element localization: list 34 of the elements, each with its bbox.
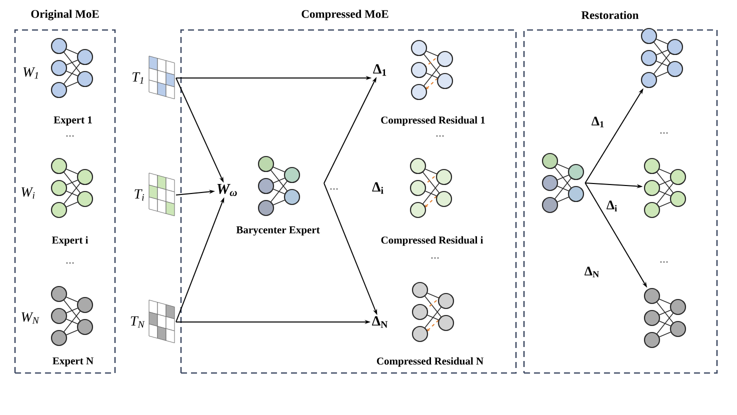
neural-network-drawing [644, 288, 686, 348]
weight-label: W$_{i}$ [22, 187, 35, 199]
math-label: Δ$_{i}$ [372, 182, 384, 194]
ellipsis: … [431, 257, 439, 259]
neural-network-drawing [644, 158, 686, 218]
edge-label: Δ$_{N}$ [583, 266, 601, 278]
matrix-label: T$_{N}$ [130, 316, 145, 328]
network-caption: Compressed Residual i [381, 236, 484, 246]
ellipsis: … [330, 188, 338, 190]
math-label: W$_{ω}$ [217, 184, 237, 196]
panel-title: Restoration [581, 10, 639, 20]
edge-label: Δ$_{1}$ [590, 116, 606, 128]
neural-network-drawing [542, 152, 584, 214]
ellipsis: … [436, 135, 444, 137]
panel-title: Original MoE [31, 10, 99, 20]
math-label: Δ$_{1}$ [373, 64, 386, 76]
ellipsis: … [66, 262, 74, 264]
network-caption: Compressed Residual 1 [381, 116, 485, 126]
math-label: Δ$_{N}$ [372, 316, 388, 328]
ellipsis: … [660, 132, 668, 134]
weight-label: W$_{N}$ [22, 312, 40, 324]
neural-network-drawing [640, 28, 684, 88]
weight-label: W$_{1}$ [23, 67, 38, 79]
network-caption: Barycenter Expert [236, 226, 320, 236]
panel-title: Compressed MoE [302, 10, 388, 20]
network-caption: Expert N [52, 357, 94, 367]
edge-label: Δ$_{i}$ [605, 200, 619, 212]
matrix-label: T$_{i}$ [134, 189, 144, 201]
ellipsis: … [66, 135, 74, 137]
matrix-label: T$_{1}$ [132, 72, 144, 84]
ellipsis: … [660, 261, 668, 263]
network-caption: Expert i [52, 236, 88, 246]
network-caption: Compressed Residual N [376, 357, 484, 367]
network-caption: Expert 1 [54, 116, 92, 126]
